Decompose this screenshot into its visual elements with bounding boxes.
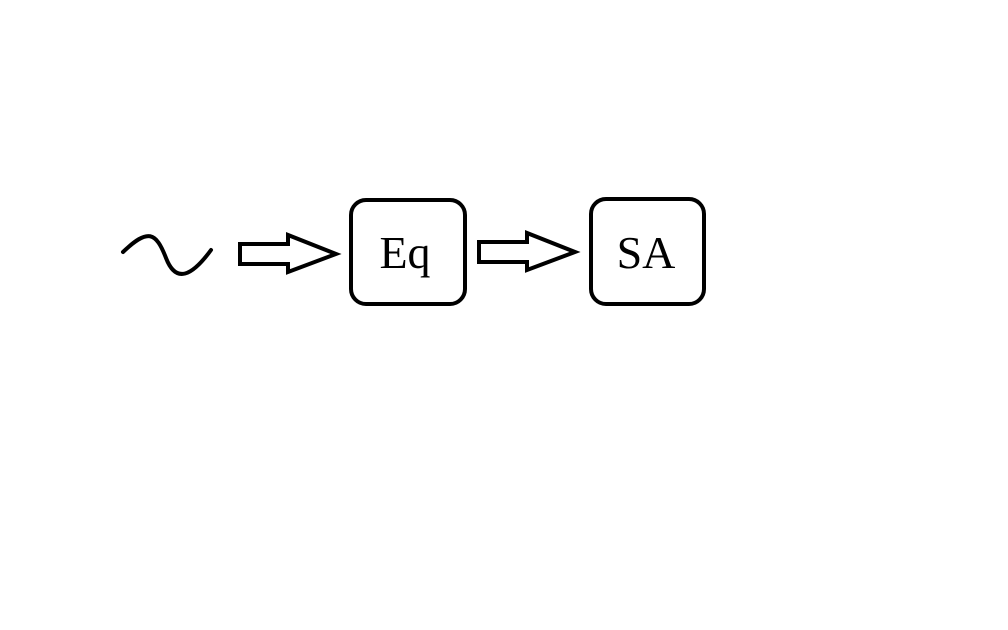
arrow-source-to-eq bbox=[238, 232, 342, 275]
eq-block-label: Eq bbox=[379, 227, 430, 278]
sa-block-label: SA bbox=[617, 227, 676, 278]
arrow-eq-to-sa bbox=[477, 230, 581, 273]
eq-block-box bbox=[349, 198, 467, 306]
sa-block: SA bbox=[589, 197, 706, 306]
eq-block: Eq bbox=[349, 198, 467, 306]
sine-wave-icon bbox=[121, 234, 213, 276]
sa-block-box bbox=[589, 197, 706, 306]
